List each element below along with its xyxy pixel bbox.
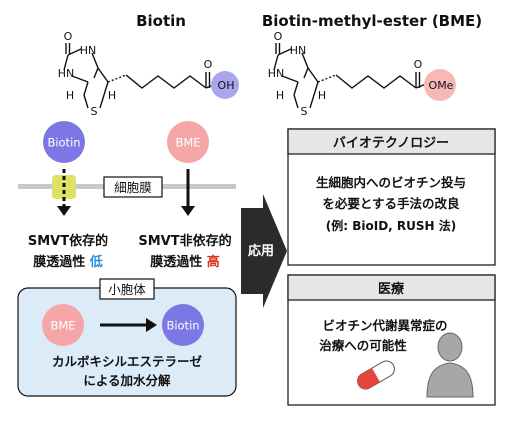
smvt-dependent-label: SMVT依存的 [28,233,108,249]
svg-text:HN: HN [80,44,97,57]
medical-header-bg [287,274,496,301]
biotech-header: バイオテクノロジー [333,136,449,151]
bme-ome-highlight [424,69,456,101]
bme-atom-labels: O HN HN H H S O OMe [268,30,454,118]
hydrolysis-arrow-head [146,318,157,332]
esterase-line2: による加水分解 [83,373,171,388]
biotech-header-bg [287,128,496,155]
bme-arrow-head [181,206,195,216]
bme-circle-top [167,121,209,163]
svg-text:H: H [276,89,284,102]
svg-text:HN: HN [58,67,75,80]
bme-structure [273,43,427,109]
biotin-circle-top [43,121,85,163]
biotech-line1: 生細胞内へのビオチン投与 [316,175,466,190]
svg-text:H: H [318,89,326,102]
svg-text:S: S [301,105,308,118]
bme-circle-organelle [42,304,84,346]
medical-line1: ビオチン代謝異常症の [322,318,447,333]
biotin-oh-highlight [211,71,239,99]
svg-text:O: O [274,30,283,43]
person-icon [426,332,474,398]
biotech-line3: (例: BioID, RUSH 法) [326,218,456,233]
svg-text:HN: HN [290,44,307,57]
biotin-structure [63,43,217,109]
svg-text:S: S [91,105,98,118]
svg-text:Biotin: Biotin [47,136,80,150]
esterase-line1: カルボキシルエステラーゼ [52,354,203,369]
application-label: 応用 [248,243,274,259]
medical-header: 医療 [378,281,405,297]
biotin-title: Biotin [136,12,186,30]
low-permeability-label: 膜透過性 低 [33,254,103,270]
membrane-label: 細胞膜 [114,180,152,195]
svg-text:O: O [64,30,73,43]
biotech-line2: を必要とする手法の改良 [322,196,460,211]
membrane-label-box [103,176,163,198]
svg-text:O: O [414,58,423,71]
high-permeability-label: 膜透過性 高 [150,254,220,270]
smvt-arrow-head [57,206,71,216]
organelle-label-box [99,278,155,300]
svg-text:HN: HN [268,67,285,80]
svg-text:BME: BME [175,136,200,150]
biotin-circle-organelle [162,304,204,346]
bme-ome: OMe [429,79,454,92]
bme-title: Biotin-methyl-ester (BME) [262,12,482,30]
svg-text:BME: BME [50,319,75,333]
pill-icon [357,360,395,390]
svg-text:Biotin: Biotin [166,319,199,333]
application-arrow [241,194,287,308]
biotin-oh: OH [218,79,235,92]
smvt-independent-label: SMVT非依存的 [138,233,231,249]
biotin-atom-labels: O HN HN H H S O OH [58,30,235,118]
svg-text:O: O [204,58,213,71]
medical-line2: 治療への可能性 [319,338,407,353]
organelle-label: 小胞体 [108,282,146,297]
svg-text:H: H [66,89,74,102]
svg-text:H: H [108,89,116,102]
